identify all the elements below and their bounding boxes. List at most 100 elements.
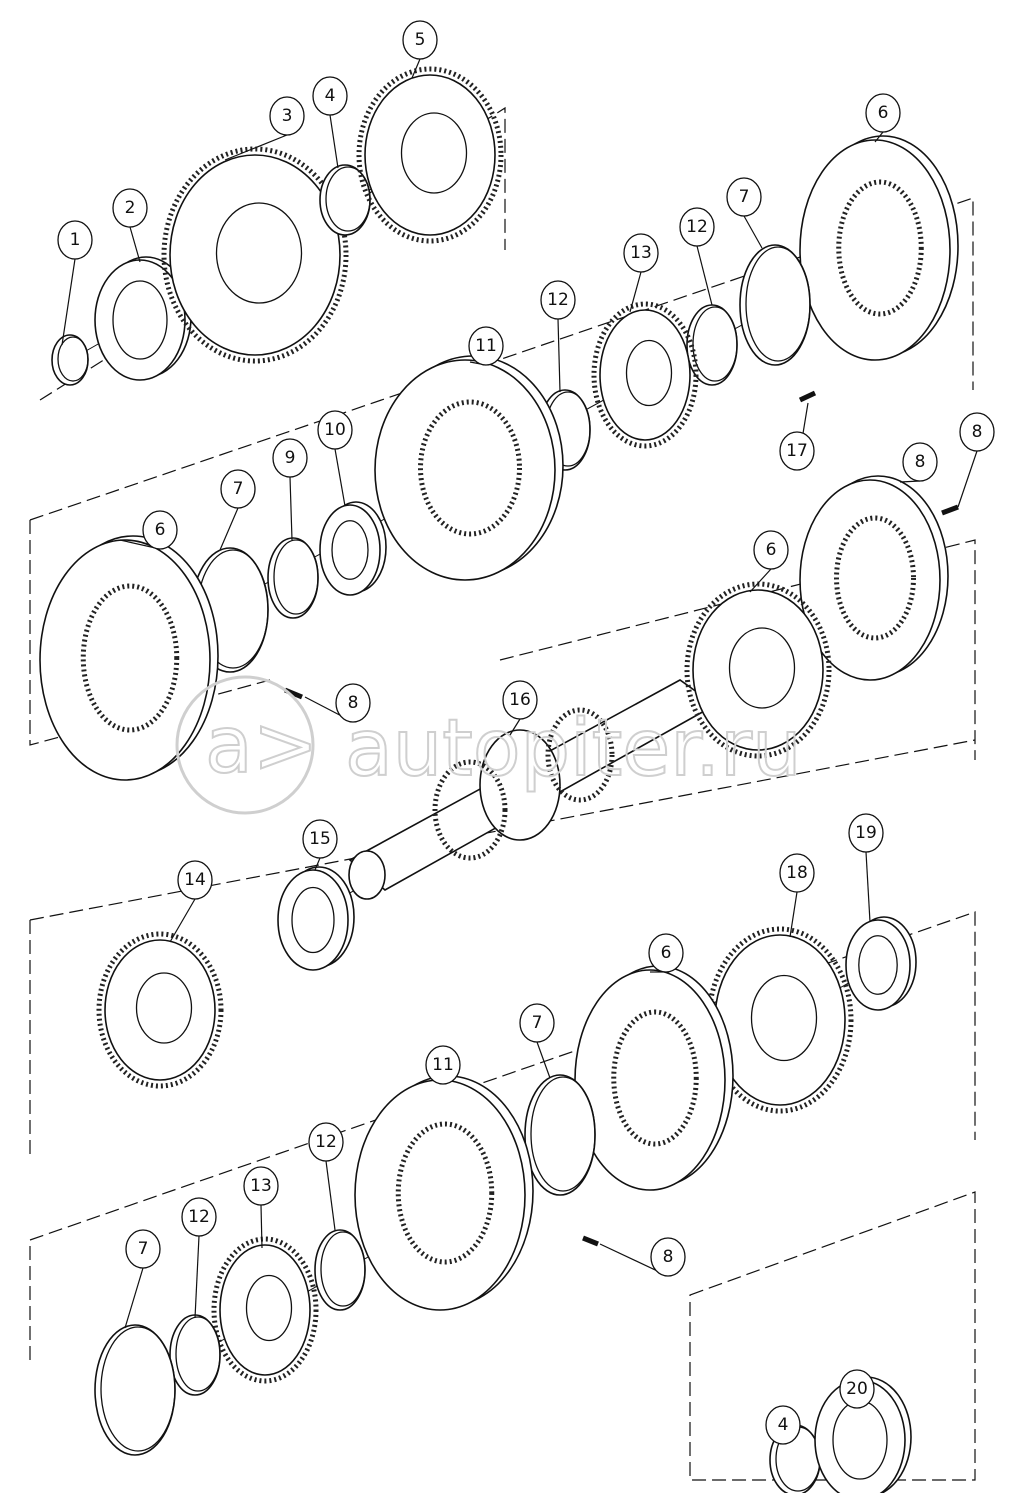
callout-circle	[302, 819, 338, 859]
callout: 11	[468, 326, 504, 366]
callout-circle	[902, 442, 938, 482]
hub	[354, 1075, 534, 1311]
gear	[591, 301, 699, 449]
callout-circle	[335, 683, 371, 723]
ring	[524, 1074, 596, 1196]
callout: 19	[848, 813, 884, 853]
callout: 4	[765, 1405, 801, 1445]
callout-label: 12	[686, 217, 708, 237]
callout-circle	[57, 220, 93, 260]
callout-circle	[865, 93, 901, 133]
leader-line	[509, 718, 521, 736]
snap-ring	[169, 1314, 221, 1396]
leader-line	[743, 215, 763, 249]
callout-circle	[317, 410, 353, 450]
leader-line	[314, 857, 321, 871]
callout-circle	[220, 469, 256, 509]
group-boundary-6	[29, 911, 976, 1360]
callout: 6	[865, 93, 901, 133]
callout-circle	[779, 853, 815, 893]
leader-line	[61, 258, 76, 346]
callout-label: 6	[766, 540, 777, 560]
callout: 12	[540, 280, 576, 320]
callout-circle	[502, 680, 538, 720]
callout: 1	[57, 220, 93, 260]
watermark: a> autopiter.ru	[175, 675, 803, 815]
leader-line	[629, 271, 642, 313]
shaft-end	[348, 850, 386, 900]
snap-ring	[319, 164, 371, 236]
callout-circle	[468, 326, 504, 366]
gear	[211, 1236, 319, 1384]
callout-label: 3	[282, 106, 293, 126]
leader-line	[329, 114, 339, 169]
leader-line	[865, 851, 871, 923]
leader-line	[411, 58, 421, 79]
callout-label: 8	[348, 693, 359, 713]
watermark-text: autopiter.ru	[345, 704, 802, 794]
callout: 12	[181, 1197, 217, 1237]
callout-circle	[540, 280, 576, 320]
callout-label: 12	[315, 1132, 337, 1152]
callout: 8	[650, 1237, 686, 1277]
callout: 11	[425, 1045, 461, 1085]
callout-label: 18	[786, 863, 808, 883]
callout-circle	[112, 188, 148, 228]
callout: 4	[312, 76, 348, 116]
callout-label: 20	[846, 1379, 868, 1399]
needle-bearing	[277, 866, 355, 971]
callout: 9	[272, 438, 308, 478]
callout-label: 7	[233, 479, 244, 499]
gear	[96, 931, 224, 1089]
callout-label: 13	[250, 1176, 272, 1196]
ring	[739, 244, 811, 366]
callout-label: 16	[509, 690, 531, 710]
plate	[799, 135, 959, 361]
callout-label: 8	[915, 452, 926, 472]
callout-circle	[181, 1197, 217, 1237]
callout: 17	[779, 431, 815, 471]
callout-circle	[726, 177, 762, 217]
callout: 20	[839, 1369, 875, 1409]
callout: 8	[335, 683, 371, 723]
callout-circle	[312, 76, 348, 116]
leader-line	[749, 568, 772, 593]
leader-line	[129, 226, 141, 263]
shaft-collar	[479, 729, 561, 841]
callout: 12	[679, 207, 715, 247]
callout-label: 14	[184, 870, 206, 890]
bearing-ring	[845, 916, 917, 1011]
parts	[39, 66, 959, 1493]
callout-circle	[679, 207, 715, 247]
callout: 2	[112, 188, 148, 228]
watermark-logo-icon	[175, 675, 315, 815]
leader-line	[169, 898, 196, 943]
callout-circle	[623, 233, 659, 273]
callout-label: 8	[663, 1247, 674, 1267]
callout-label: 1	[70, 230, 81, 250]
leader-line	[325, 1160, 336, 1231]
leader-line	[194, 1235, 200, 1319]
callout-label: 9	[285, 448, 296, 468]
leader-line	[696, 245, 713, 306]
callout-label: 4	[325, 86, 336, 106]
leader-line	[957, 450, 978, 508]
plate	[574, 965, 734, 1191]
hub	[374, 355, 564, 581]
callout: 7	[519, 1003, 555, 1043]
bearing	[94, 256, 192, 381]
plate	[799, 475, 949, 681]
callout: 5	[402, 20, 438, 60]
leader-line	[124, 1267, 144, 1329]
callout-circle	[125, 1229, 161, 1269]
callout-circle	[308, 1122, 344, 1162]
callout: 6	[142, 510, 178, 550]
callout-label: 6	[661, 943, 672, 963]
dowel-pin	[798, 390, 817, 403]
callout: 13	[243, 1166, 279, 1206]
callout: 12	[308, 1122, 344, 1162]
callout-circle	[839, 1369, 875, 1409]
ring	[94, 1324, 176, 1456]
callout-circle	[753, 530, 789, 570]
